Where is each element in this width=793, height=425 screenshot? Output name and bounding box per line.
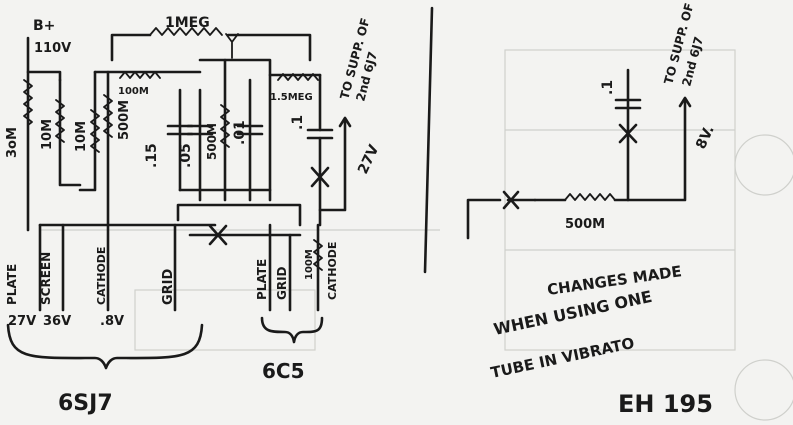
wire-1meg-left (110, 33, 152, 62)
pin-screen-6sj7: SCREEN (39, 252, 53, 305)
wire-8v-out (626, 98, 687, 202)
arrow-27v (338, 116, 352, 128)
wire-cross (176, 203, 302, 227)
break-mark-left (310, 166, 330, 188)
arrow-8v (678, 96, 692, 108)
resistor-10m-right (90, 109, 100, 153)
resistor-500m-left (103, 94, 113, 138)
label-c-1-right: .1 (600, 80, 616, 95)
wire-right-left (466, 198, 502, 240)
label-r-100m: 100M (118, 86, 149, 97)
note-line3: TUBE IN VIBRATO (489, 334, 636, 382)
left-output-voltage: 27V (355, 142, 382, 176)
pin-screen-voltage: 36V (43, 314, 71, 329)
resistor-1-5meg (277, 73, 319, 81)
wire-mid-frame (198, 58, 272, 202)
break-mark-right-top (618, 123, 638, 144)
pin-cathode-6c5: CATHODE (326, 242, 339, 300)
brace-6sj7 (6, 323, 204, 370)
label-r-500m-right: 500M (565, 217, 605, 232)
right-circuit (466, 68, 692, 240)
capacitor-01 (236, 124, 264, 136)
label-r-500m-mid: 500M (205, 123, 219, 160)
wire-right-up (613, 98, 630, 202)
divider-line (423, 6, 434, 274)
label-r-500m-left: 500M (117, 100, 132, 140)
resistor-1meg (149, 27, 223, 36)
resistor-500m-mid (220, 104, 230, 148)
bleed-through-background (40, 49, 793, 421)
resistor-10m-left (55, 99, 65, 143)
reference-code: EH 195 (618, 390, 713, 418)
pin-cathode-6sj7: CATHODE (95, 247, 108, 305)
pin-plate-voltage: 27V (8, 314, 36, 329)
supply-voltage: 110V (34, 41, 71, 56)
label-r-100m-cathode: 100M (304, 249, 315, 280)
wire-27v-out (318, 118, 347, 212)
pin-grid-6c5: GRID (275, 266, 289, 300)
pin-cathode-voltage: .8V (100, 314, 124, 329)
label-r-1-5meg: 1.5MEG (270, 92, 313, 103)
wiper-1meg (225, 33, 239, 59)
pin-grid-6sj7: GRID (161, 268, 176, 305)
break-mark-right (502, 190, 520, 210)
label-r-10m-a: 10M (40, 119, 55, 150)
resistor-500m-right (564, 193, 616, 201)
wire-10m-right (78, 70, 97, 192)
label-c-01: .01 (232, 120, 248, 145)
label-r-1meg: 1MEG (165, 15, 210, 31)
right-output-voltage: 8V. (693, 123, 718, 152)
rail-top (26, 70, 62, 82)
label-c-1-left: .1 (290, 115, 306, 130)
label-c-15: .15 (144, 143, 160, 168)
wire-1meg-right (226, 33, 312, 62)
resistor-3om (23, 79, 33, 126)
tube-label-6c5: 6C5 (262, 359, 305, 383)
pin-plate-6c5: PLATE (255, 259, 269, 300)
label-r-10m-b: 10M (74, 121, 89, 152)
left-circuit (6, 27, 352, 370)
label-c-05: .05 (178, 143, 194, 168)
tube-label-6sj7: 6SJ7 (58, 391, 113, 416)
resistor-100m (119, 71, 161, 79)
pin-plate-6sj7: PLATE (5, 264, 19, 305)
label-r-3om: 3oM (5, 127, 20, 158)
brace-6c5 (260, 316, 324, 344)
capacitor-05 (186, 124, 214, 136)
supply-label: B+ (33, 18, 55, 34)
resistor-100m-cathode (313, 239, 323, 271)
